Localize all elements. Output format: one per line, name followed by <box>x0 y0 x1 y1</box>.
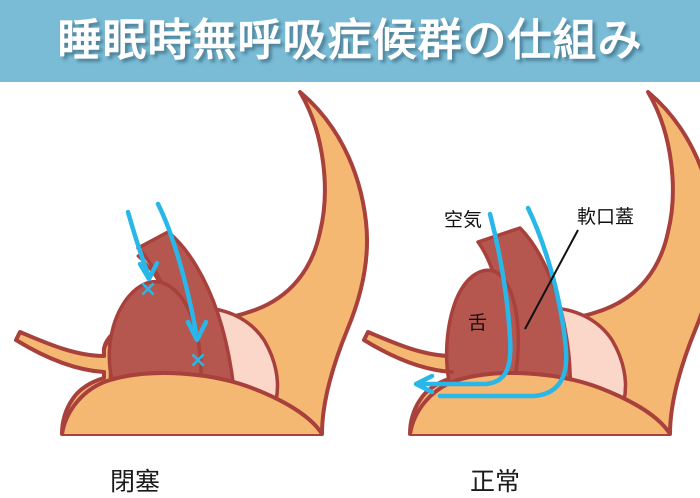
airflow-line-right-outer <box>437 205 569 399</box>
jaw-line-left <box>14 338 106 374</box>
throat-base-right <box>408 371 672 436</box>
caption-normal: 正常 <box>470 467 521 496</box>
anatomy-illustrations: × × <box>14 90 700 436</box>
block-marker-nasal-left: × <box>139 277 157 302</box>
airflow-arrowhead-right-inner <box>413 373 435 395</box>
block-marker-oral-left: × <box>189 348 207 373</box>
label-tongue: 舌 <box>468 312 488 334</box>
diagram-area: × × <box>0 82 700 496</box>
jaw-line-right <box>362 338 454 374</box>
label-air: 空気 <box>444 209 483 231</box>
airflow-arrow-left-oral <box>155 201 209 343</box>
throat-base-left <box>60 371 324 436</box>
panel-obstructed-illustration: × × <box>14 90 370 436</box>
airflow-arrow-left-nasal <box>125 209 160 282</box>
airflow-line-right-inner <box>417 211 513 387</box>
soft-palate-leader-line <box>524 229 579 330</box>
page-title: 睡眠時無呼吸症候群の仕組み <box>57 15 643 66</box>
panel-normal-illustration <box>362 90 700 436</box>
label-soft-palate: 軟口蓋 <box>577 206 635 228</box>
header-banner: 睡眠時無呼吸症候群の仕組み <box>0 0 700 82</box>
caption-obstructed: 閉塞 <box>110 467 161 496</box>
